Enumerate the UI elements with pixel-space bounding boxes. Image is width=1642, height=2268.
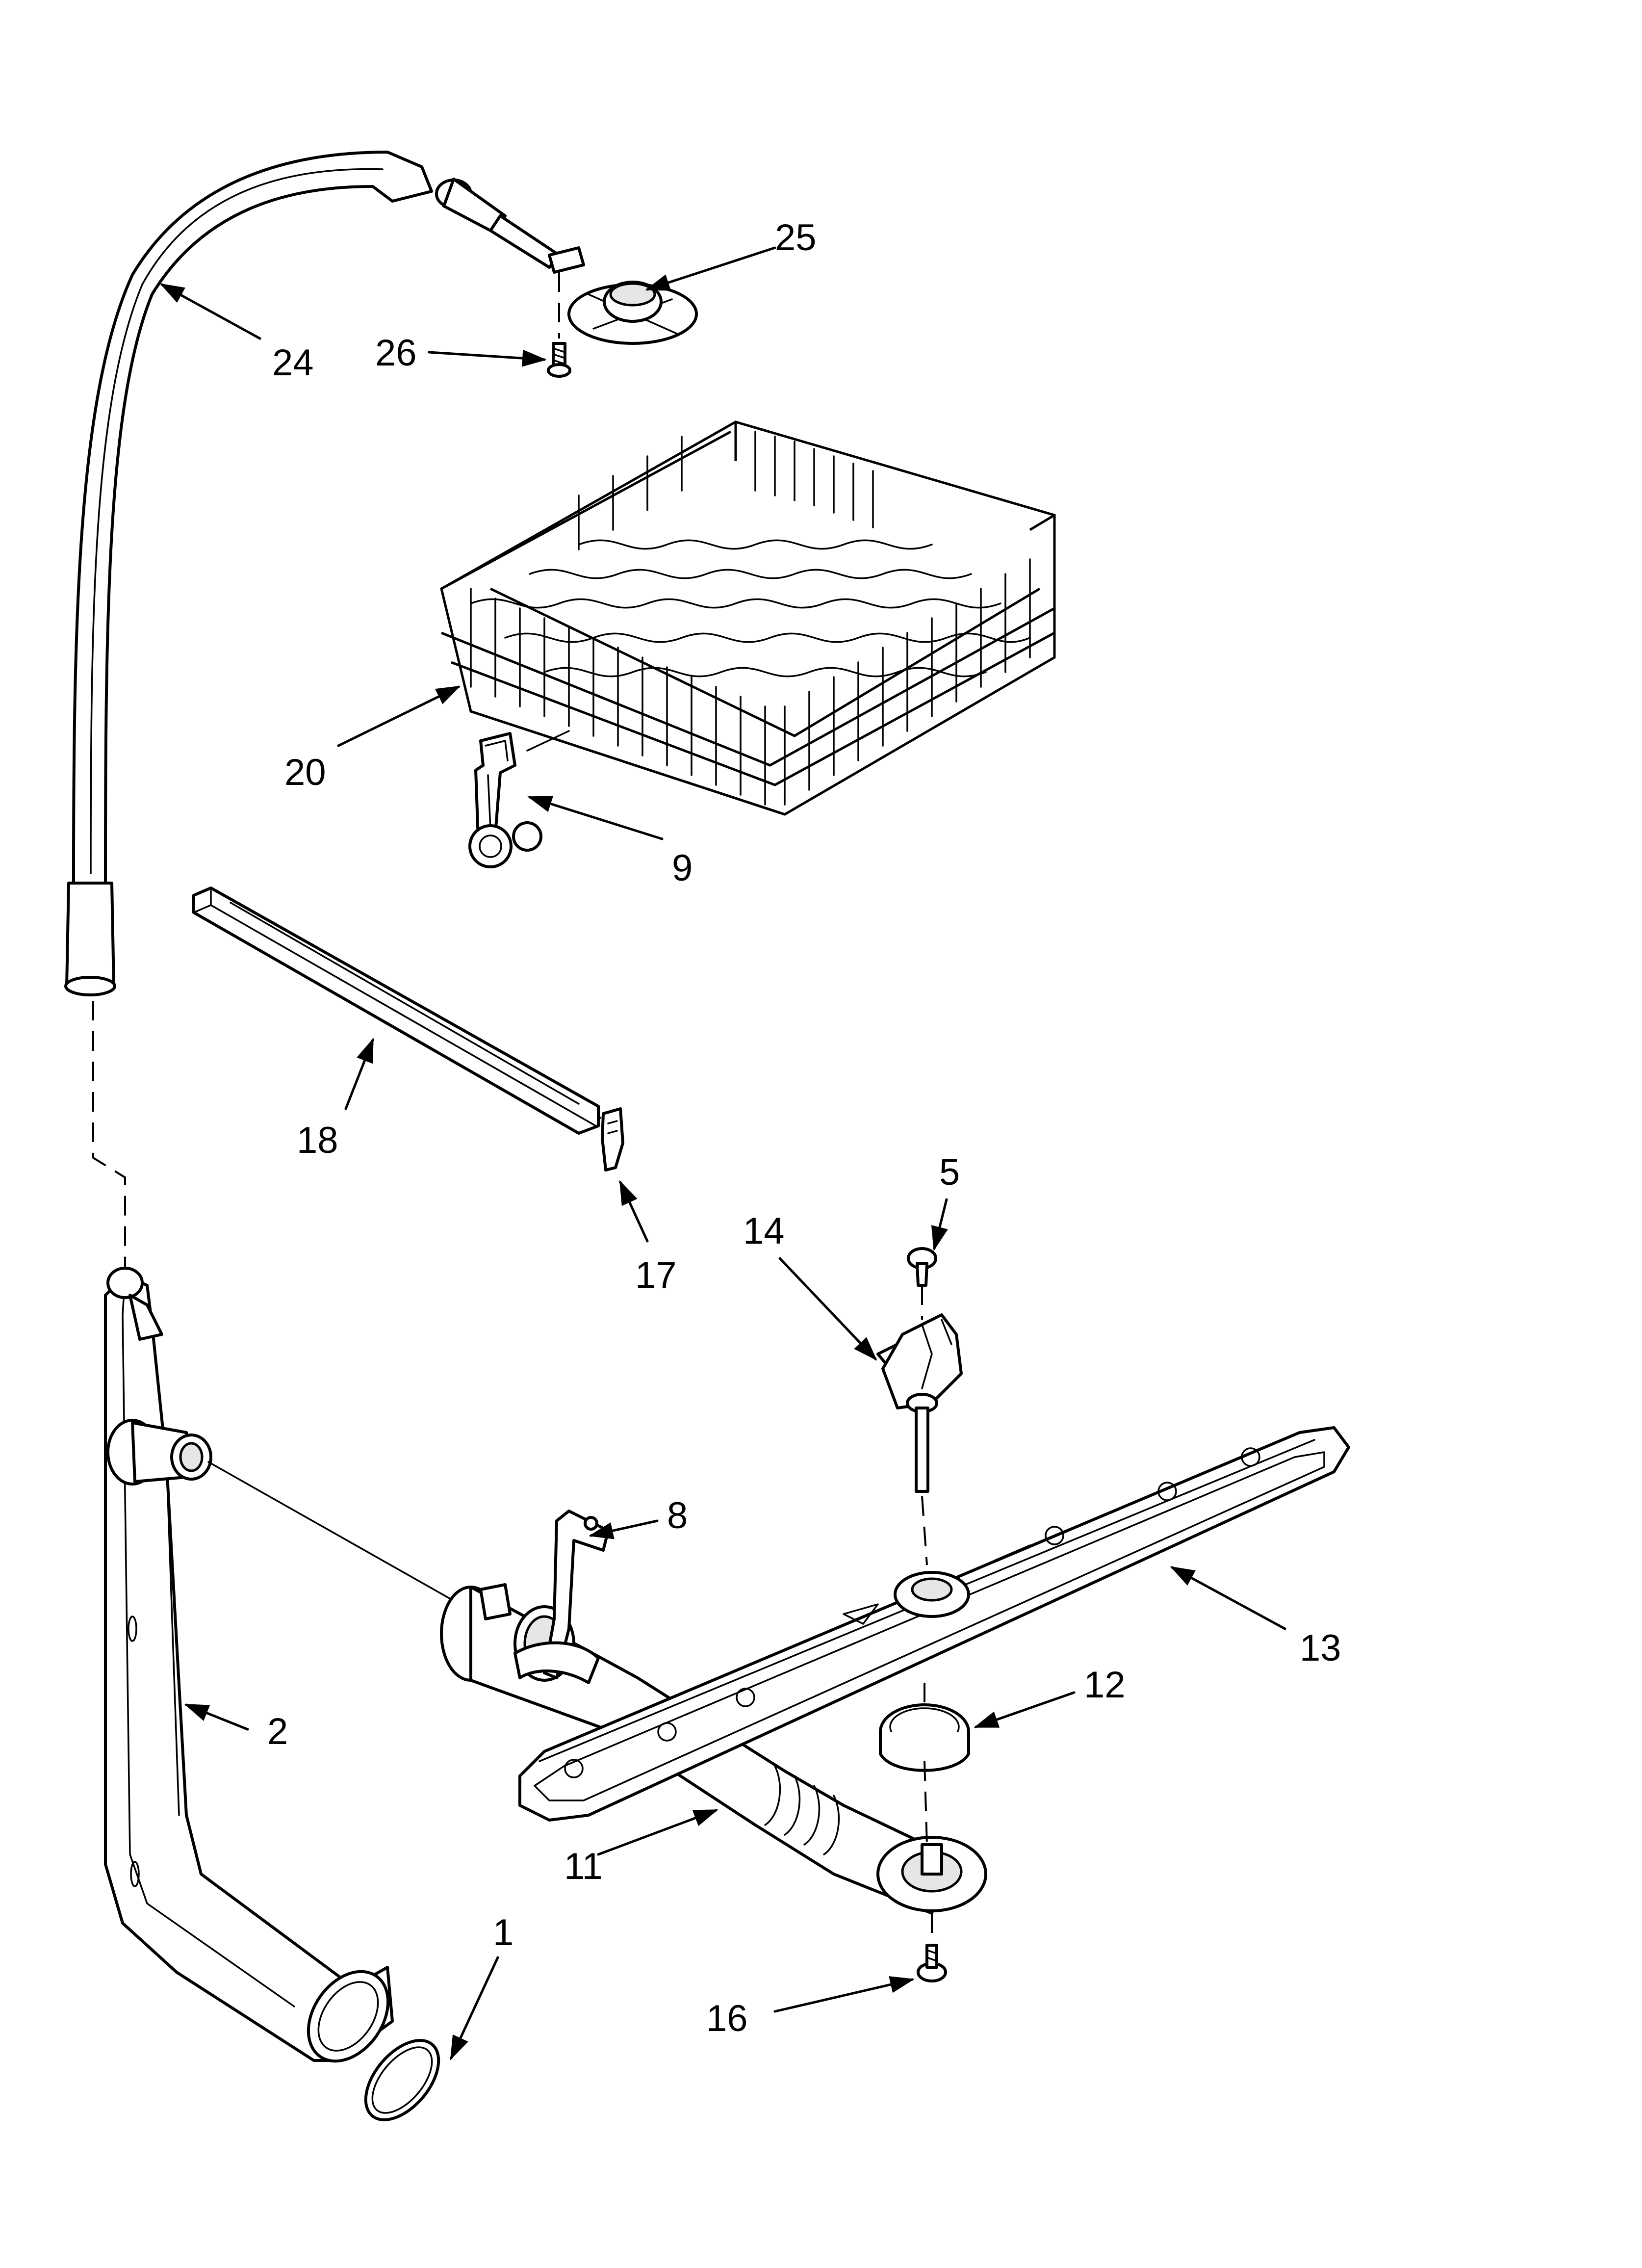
lower-spray-arm [518,1426,1350,1822]
callout-5: 5 [939,1151,960,1193]
spray-arm-hub [876,1313,963,1493]
screw-26 [547,342,571,378]
callout-25: 25 [775,217,817,259]
callout-2: 2 [267,1711,288,1752]
callout-14: 14 [743,1210,785,1252]
callout-18: 18 [297,1120,338,1161]
track-end-cap [601,1107,624,1172]
upper-supply-tube [64,151,433,996]
screw-5 [907,1247,937,1287]
callout-24: 24 [272,342,314,384]
callout-12: 12 [1084,1664,1126,1706]
mounting-bracket [479,1510,610,1684]
o-ring [364,2039,440,2121]
callout-labels: 25 26 24 20 9 18 17 5 14 8 13 12 2 11 1 … [267,217,1341,2039]
ring-guide-bottom [924,1761,928,1845]
rack-track [192,886,600,1135]
upper-spray-nozzle [435,178,698,345]
callout-20: 20 [284,752,326,793]
bearing-ring [879,1703,970,1772]
callout-8: 8 [667,1495,688,1537]
vertical-supply-tube [104,1267,394,2063]
callout-26: 26 [375,332,417,374]
callout-13: 13 [1300,1627,1341,1669]
callout-11: 11 [564,1846,603,1887]
tube-connection-line [92,1001,126,1276]
adjuster-leader [526,730,570,752]
callout-1: 1 [493,1912,513,1954]
rack-adjuster [468,732,542,868]
callout-9: 9 [672,847,693,889]
leader-lines [159,246,1286,2060]
hub-to-arm-guide [921,1496,928,1565]
callout-17: 17 [635,1254,677,1296]
track-guide-line [597,1115,602,1120]
screw-16 [917,1944,947,1982]
upper-dishrack [440,420,1056,816]
callout-16: 16 [706,1998,748,2039]
tube-to-arm-line [207,1461,452,1600]
